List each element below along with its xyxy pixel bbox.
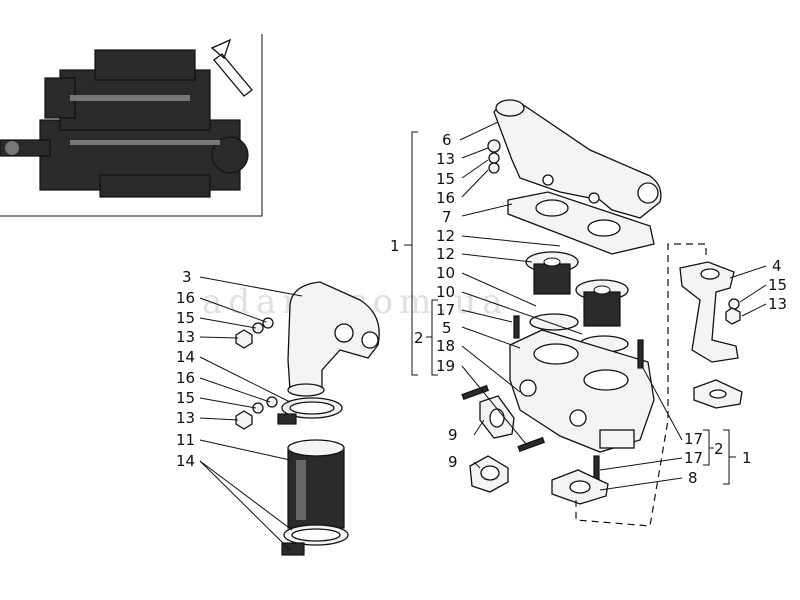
callout-5: 5 <box>442 319 452 337</box>
thermostat-lower <box>575 279 629 327</box>
group-label-2: 2 <box>714 440 724 458</box>
callout-15: 15 <box>768 276 787 294</box>
outlet-manifold-part-6 <box>493 99 662 219</box>
group-label-1: 1 <box>390 237 400 255</box>
callout-17: 17 <box>684 430 703 448</box>
gasket-part-8 <box>551 469 609 505</box>
gaskets-part-9 <box>469 395 515 493</box>
callout-7: 7 <box>442 208 452 226</box>
group-label-2: 2 <box>414 329 424 347</box>
callout-13: 13 <box>176 328 195 346</box>
group-brackets-bottom <box>703 429 736 485</box>
callout-16: 16 <box>176 289 195 307</box>
right-assembly <box>404 99 767 527</box>
callout-6: 6 <box>442 131 452 149</box>
labels-bottom-right: 17 17 8 2 1 <box>684 430 752 487</box>
callout-18: 18 <box>436 337 455 355</box>
labels-right-top: 6 13 15 16 7 12 12 10 10 17 5 18 19 1 2 <box>390 131 455 375</box>
labels-bottom-left: 9 9 <box>448 426 458 471</box>
callout-3: 3 <box>182 268 192 286</box>
nut-washer-set-upper <box>235 317 274 349</box>
bypass-pipe-part-4 <box>679 261 743 409</box>
callout-16: 16 <box>176 369 195 387</box>
thermostat-upper <box>525 251 579 295</box>
callout-17: 17 <box>684 449 703 467</box>
labels-right-side: 4 15 13 <box>768 257 787 313</box>
right-leader-lines <box>459 121 767 491</box>
nut-washer-set-lower <box>235 396 278 430</box>
callout-15: 15 <box>176 389 195 407</box>
callout-12: 12 <box>436 227 455 245</box>
housing-part-5 <box>509 329 655 453</box>
callout-11: 11 <box>176 431 195 449</box>
callout-13: 13 <box>768 295 787 313</box>
hose-sleeve-part-11 <box>287 439 345 529</box>
gasket-part-7 <box>507 191 655 255</box>
group-brackets-top <box>404 131 438 376</box>
callout-17: 17 <box>436 301 455 319</box>
callout-9: 9 <box>448 453 458 471</box>
elbow-pipe-part-3 <box>287 281 380 397</box>
callout-4: 4 <box>772 257 782 275</box>
arrow-pointer-icon <box>210 38 253 97</box>
callout-16: 16 <box>436 189 455 207</box>
group-label-1: 1 <box>742 449 752 467</box>
nuts-washers-upper <box>487 139 501 174</box>
clamp-upper <box>277 397 343 425</box>
callout-15: 15 <box>436 170 455 188</box>
callout-14: 14 <box>176 348 195 366</box>
left-leader-lines <box>199 276 303 551</box>
callout-15: 15 <box>176 309 195 327</box>
left-assembly <box>199 276 380 556</box>
callout-13: 13 <box>436 150 455 168</box>
studs <box>461 315 644 483</box>
callout-8: 8 <box>688 469 698 487</box>
clamp-lower <box>281 524 349 556</box>
callout-12: 12 <box>436 245 455 263</box>
callout-9: 9 <box>448 426 458 444</box>
engine-illustration <box>0 49 249 198</box>
callout-10: 10 <box>436 283 455 301</box>
callout-13: 13 <box>176 409 195 427</box>
callout-14: 14 <box>176 452 195 470</box>
callout-10: 10 <box>436 264 455 282</box>
engine-inset <box>0 34 263 217</box>
callout-19: 19 <box>436 357 455 375</box>
labels-left: 3 16 15 13 14 16 15 13 11 14 <box>176 268 195 470</box>
